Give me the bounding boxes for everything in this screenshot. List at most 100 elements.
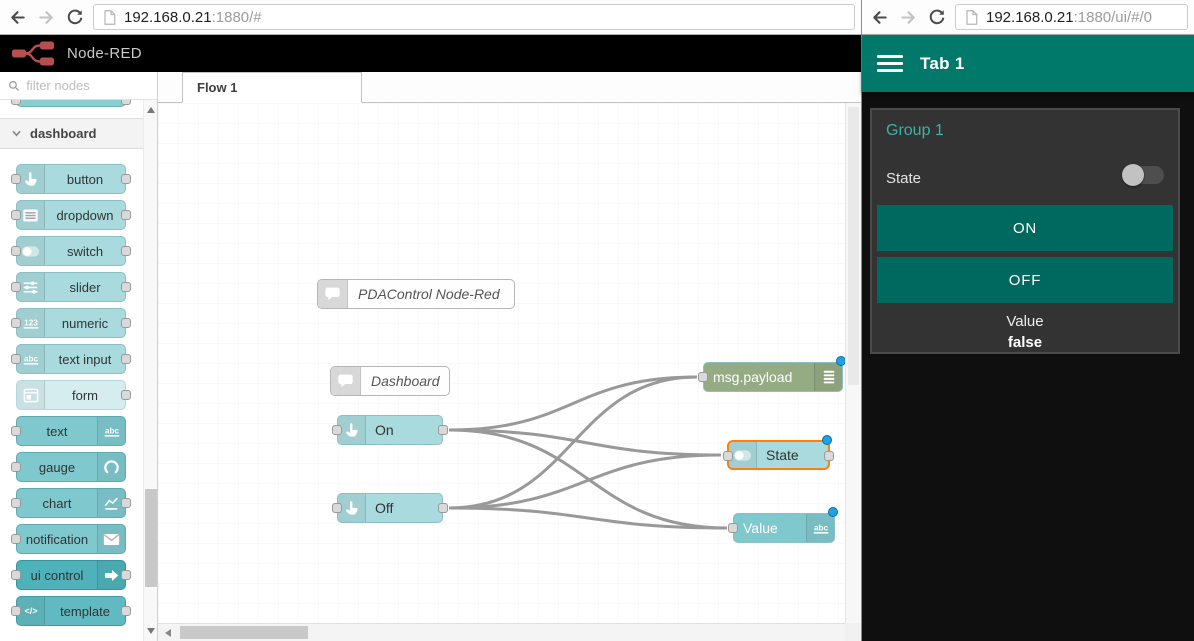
url-bar-left[interactable]: 192.168.0.21:1880/# <box>93 4 855 30</box>
scroll-up-button[interactable] <box>144 102 157 118</box>
palette-category-dashboard[interactable]: dashboard <box>0 118 157 149</box>
node-port[interactable] <box>11 426 21 436</box>
toggle-icon <box>729 442 757 468</box>
palette-node-button[interactable]: button <box>11 164 131 194</box>
forward-button[interactable] <box>897 6 919 28</box>
palette: dashboard button dropdown switch slider 123n… <box>0 72 158 641</box>
node-label: State <box>766 447 799 463</box>
palette-node-notification[interactable]: notification <box>11 524 126 554</box>
flow-comment-comment1[interactable]: PDAControl Node-Red <box>317 279 515 309</box>
node-port[interactable] <box>121 570 131 580</box>
flow-node-off[interactable]: Off <box>332 493 448 523</box>
horizontal-scrollbar-thumb[interactable] <box>180 626 308 639</box>
node-port[interactable] <box>332 425 342 435</box>
node-port[interactable] <box>121 210 131 220</box>
node-port[interactable] <box>11 100 21 105</box>
palette-node-partial[interactable] <box>11 100 131 107</box>
reload-icon <box>67 9 83 25</box>
node-port[interactable] <box>332 503 342 513</box>
scroll-left-button[interactable] <box>160 624 176 641</box>
scroll-down-button[interactable] <box>144 623 157 639</box>
back-button[interactable] <box>6 6 28 28</box>
reload-button[interactable] <box>64 6 86 28</box>
palette-node-slider[interactable]: slider <box>11 272 131 302</box>
palette-node-label: ui control <box>30 567 84 583</box>
node-port[interactable] <box>11 174 21 184</box>
node-port[interactable] <box>723 451 733 461</box>
palette-scrollbar-thumb[interactable] <box>145 489 157 587</box>
node-port[interactable] <box>11 498 21 508</box>
flow-comment-comment2[interactable]: Dashboard <box>330 366 450 396</box>
wire-off-to-value[interactable] <box>448 506 728 530</box>
palette-node-ui-control[interactable]: ui control <box>11 560 131 590</box>
forward-button[interactable] <box>35 6 57 28</box>
node-port[interactable] <box>121 318 131 328</box>
node-port[interactable] <box>11 570 21 580</box>
node-port[interactable] <box>11 246 21 256</box>
node-port[interactable] <box>121 246 131 256</box>
off-button[interactable]: OFF <box>877 257 1173 303</box>
node-port[interactable] <box>728 523 738 533</box>
wire-on-to-state[interactable] <box>448 428 722 457</box>
menu-button[interactable] <box>877 54 903 74</box>
scrollbar-corner <box>845 623 861 641</box>
palette-node-template[interactable]: </>template <box>11 596 131 626</box>
canvas-horizontal-scrollbar[interactable] <box>158 623 845 641</box>
wire-off-to-state[interactable] <box>448 453 722 510</box>
node-port[interactable] <box>11 318 21 328</box>
node-port[interactable] <box>121 606 131 616</box>
state-toggle[interactable] <box>1122 164 1166 186</box>
node-port[interactable] <box>438 425 448 435</box>
wire-off-to-debug[interactable] <box>448 375 698 510</box>
url-bar-right[interactable]: 192.168.0.21:1880/ui/#/0 <box>955 4 1188 30</box>
tab-flow1[interactable]: Flow 1 <box>182 72 362 103</box>
node-port[interactable] <box>11 606 21 616</box>
node-red-logo <box>12 41 54 66</box>
palette-node-label: switch <box>66 243 104 259</box>
node-port[interactable] <box>11 534 21 544</box>
flow-node-state[interactable]: State <box>723 435 834 470</box>
node-port[interactable] <box>121 174 131 184</box>
node-port[interactable] <box>121 390 131 400</box>
node-port[interactable] <box>11 462 21 472</box>
window-node-red-editor: 192.168.0.21:1880/# Node-RED <box>0 0 861 641</box>
node-port[interactable] <box>121 498 131 508</box>
palette-node-dropdown[interactable]: dropdown <box>11 200 131 230</box>
reload-button[interactable] <box>926 6 948 28</box>
left-arrow-icon <box>165 629 171 637</box>
node-port[interactable] <box>11 354 21 364</box>
palette-scrollbar[interactable] <box>143 100 157 641</box>
node-port[interactable] <box>11 282 21 292</box>
node-changed-indicator <box>836 356 845 366</box>
palette-node-switch[interactable]: switch <box>11 236 131 266</box>
back-button[interactable] <box>868 6 890 28</box>
palette-node-form[interactable]: form <box>16 380 131 410</box>
node-port[interactable] <box>121 282 131 292</box>
node-port[interactable] <box>121 100 131 105</box>
palette-search-input[interactable] <box>26 78 149 93</box>
node-port[interactable] <box>11 210 21 220</box>
group-card: Group 1 State ON OFF Value false <box>870 108 1180 354</box>
code-icon: </> <box>17 597 45 625</box>
node-port[interactable] <box>824 451 834 461</box>
palette-node-chart[interactable]: chart <box>11 488 131 518</box>
palette-node-gauge[interactable]: gauge <box>11 452 126 482</box>
node-port[interactable] <box>698 372 708 382</box>
palette-node-label: notification <box>25 531 89 547</box>
node-port[interactable] <box>438 503 448 513</box>
node-port[interactable] <box>121 354 131 364</box>
flow-node-on[interactable]: On <box>332 415 448 445</box>
on-button[interactable]: ON <box>877 205 1173 251</box>
wire-on-to-debug[interactable] <box>448 375 698 432</box>
page-icon <box>966 9 978 25</box>
abc-icon: abc <box>17 345 45 373</box>
vertical-scrollbar-thumb[interactable] <box>848 107 859 385</box>
canvas-vertical-scrollbar[interactable] <box>845 103 861 623</box>
flow-node-debug[interactable]: msg.payload <box>698 356 845 392</box>
